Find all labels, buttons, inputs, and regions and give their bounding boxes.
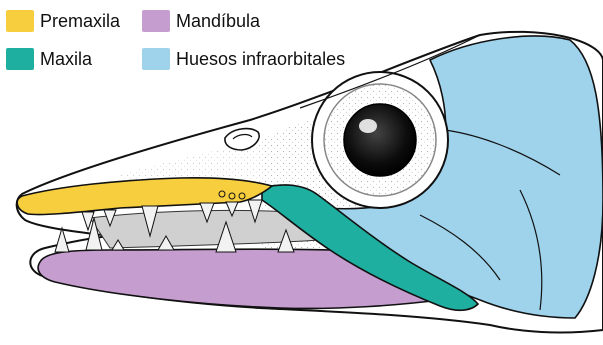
eye: [312, 72, 448, 208]
premaxila-swatch: [6, 10, 34, 32]
infraorbitales-swatch: [142, 48, 170, 70]
legend-label: Maxila: [40, 48, 92, 70]
legend-item-infraorbitales: Huesos infraorbitales: [142, 48, 345, 70]
legend-item-premaxila: Premaxila: [6, 10, 120, 32]
legend-label: Mandíbula: [176, 10, 260, 32]
maxila-swatch: [6, 48, 34, 70]
legend-item-maxila: Maxila: [6, 48, 92, 70]
legend-item-mandibula: Mandíbula: [142, 10, 260, 32]
legend-label: Premaxila: [40, 10, 120, 32]
legend-label: Huesos infraorbitales: [176, 48, 345, 70]
mandibula-swatch: [142, 10, 170, 32]
